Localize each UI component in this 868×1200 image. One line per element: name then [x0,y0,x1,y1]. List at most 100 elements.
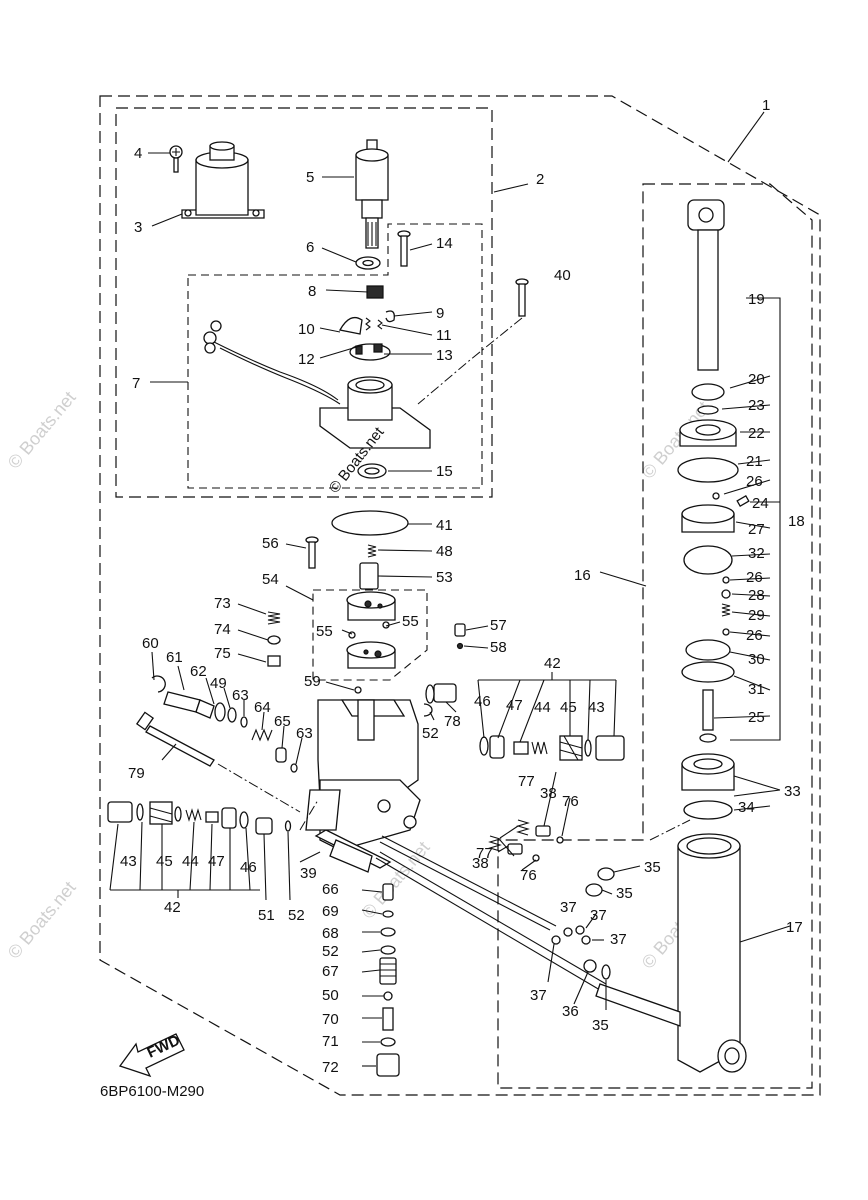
callout-label: 75 [214,645,231,662]
ball-58 [456,642,464,650]
ball-50 [383,991,393,1001]
valve-body-54 [346,591,396,669]
callout-label: 3 [134,219,142,236]
callout-label: 46 [240,859,257,876]
callout-label: 9 [436,305,444,322]
callout-label: 77 [476,845,493,862]
oring-52-b [380,945,396,955]
screw-67 [379,957,397,985]
callout-label: 76 [520,867,537,884]
callout-labels: 1 2 3 4 5 6 7 8 9 10 11 12 13 14 15 16 1… [120,97,805,1076]
motor-housing-3 [181,141,265,219]
callout-label: 22 [748,425,765,442]
washer-30 [685,639,731,661]
manifold-39 [329,839,373,873]
plug-28 [721,589,731,599]
callout-label: 79 [128,765,145,782]
callout-label: 64 [254,699,271,716]
screw-4 [169,145,183,173]
valve-66 [382,883,394,901]
callout-label: 42 [544,655,561,672]
screw-14 [397,230,411,267]
filter-45-l [149,801,173,825]
callout-label: 73 [214,595,231,612]
oring-59 [354,686,362,694]
callout-label: 5 [306,169,314,186]
valve-38a [535,825,551,837]
callout-label: 47 [208,853,225,870]
callout-label: 1 [762,97,770,114]
fwd-direction-arrow: FWD [118,1032,185,1078]
callout-label: 25 [748,709,765,726]
callout-label: 53 [436,569,453,586]
piston-27 [681,504,735,533]
seat-75 [267,655,281,667]
callout-label: 62 [190,663,207,680]
washer-74 [267,635,281,645]
piston-61 [163,691,215,719]
callout-label: 51 [258,907,275,924]
brush-10 [338,316,363,335]
spring-44-l [185,808,202,822]
long-bolt-79 [135,711,301,813]
callout-label: 69 [322,903,339,920]
callout-label: 4 [134,145,142,162]
spring-48 [367,544,377,558]
assembly-16-outline [497,183,813,1089]
callout-label: 58 [490,639,507,656]
callout-label: 14 [436,235,453,252]
callout-label: 18 [788,513,805,530]
callout-label: 37 [610,931,627,948]
callout-label: 68 [322,925,339,942]
lead-wires [203,320,341,405]
callout-label: 55 [316,623,333,640]
callout-label: 54 [262,571,279,588]
oring-37b [575,925,585,935]
callout-label: 19 [748,291,765,308]
callout-label: 27 [748,521,765,538]
dust-seal-20 [691,383,725,401]
motor-base-7 [319,376,431,449]
trim-motor-group [169,139,529,536]
callout-label: 65 [274,713,291,730]
screw-56 [305,536,319,569]
collar-53 [359,562,379,590]
plug-57 [454,623,466,637]
spring-29 [721,603,731,617]
gasket-41 [331,510,409,536]
valve-47-r [513,741,529,755]
callout-label: 67 [322,963,339,980]
callout-label: 55 [402,613,419,630]
assembly-2-outline [115,107,493,498]
callout-label: 78 [444,713,461,730]
oring-45-l [174,806,182,822]
valve-47-l [205,811,219,823]
oring-37a [563,927,573,937]
callout-label: 35 [592,1017,609,1034]
valve-51 [255,817,273,835]
svg-text:© Boats.net: © Boats.net [4,877,80,962]
oring-34 [683,800,733,820]
callout-label: 76 [562,793,579,810]
callout-label: 33 [784,783,801,800]
brush-springs-11-12 [365,317,383,331]
callout-label: 29 [748,607,765,624]
spring-9 [385,310,395,323]
callout-label: 77 [518,773,535,790]
callout-label: 59 [304,673,321,690]
callout-label: 63 [232,687,249,704]
diagram-code: 6BP6100-M290 [100,1083,204,1100]
pin-70 [382,1007,394,1031]
callout-label: 41 [436,517,453,534]
manual-valve-stack [376,883,400,1077]
spring-77a [516,819,530,836]
pin-24 [736,495,750,507]
callout-label: 57 [490,617,507,634]
callout-label: 34 [738,799,755,816]
callout-label: 7 [132,375,140,392]
callout-label: 42 [164,899,181,916]
ball-26c [722,628,730,636]
callout-label: 49 [210,675,227,692]
circlip-60 [151,675,166,693]
callout-label: 52 [288,907,305,924]
